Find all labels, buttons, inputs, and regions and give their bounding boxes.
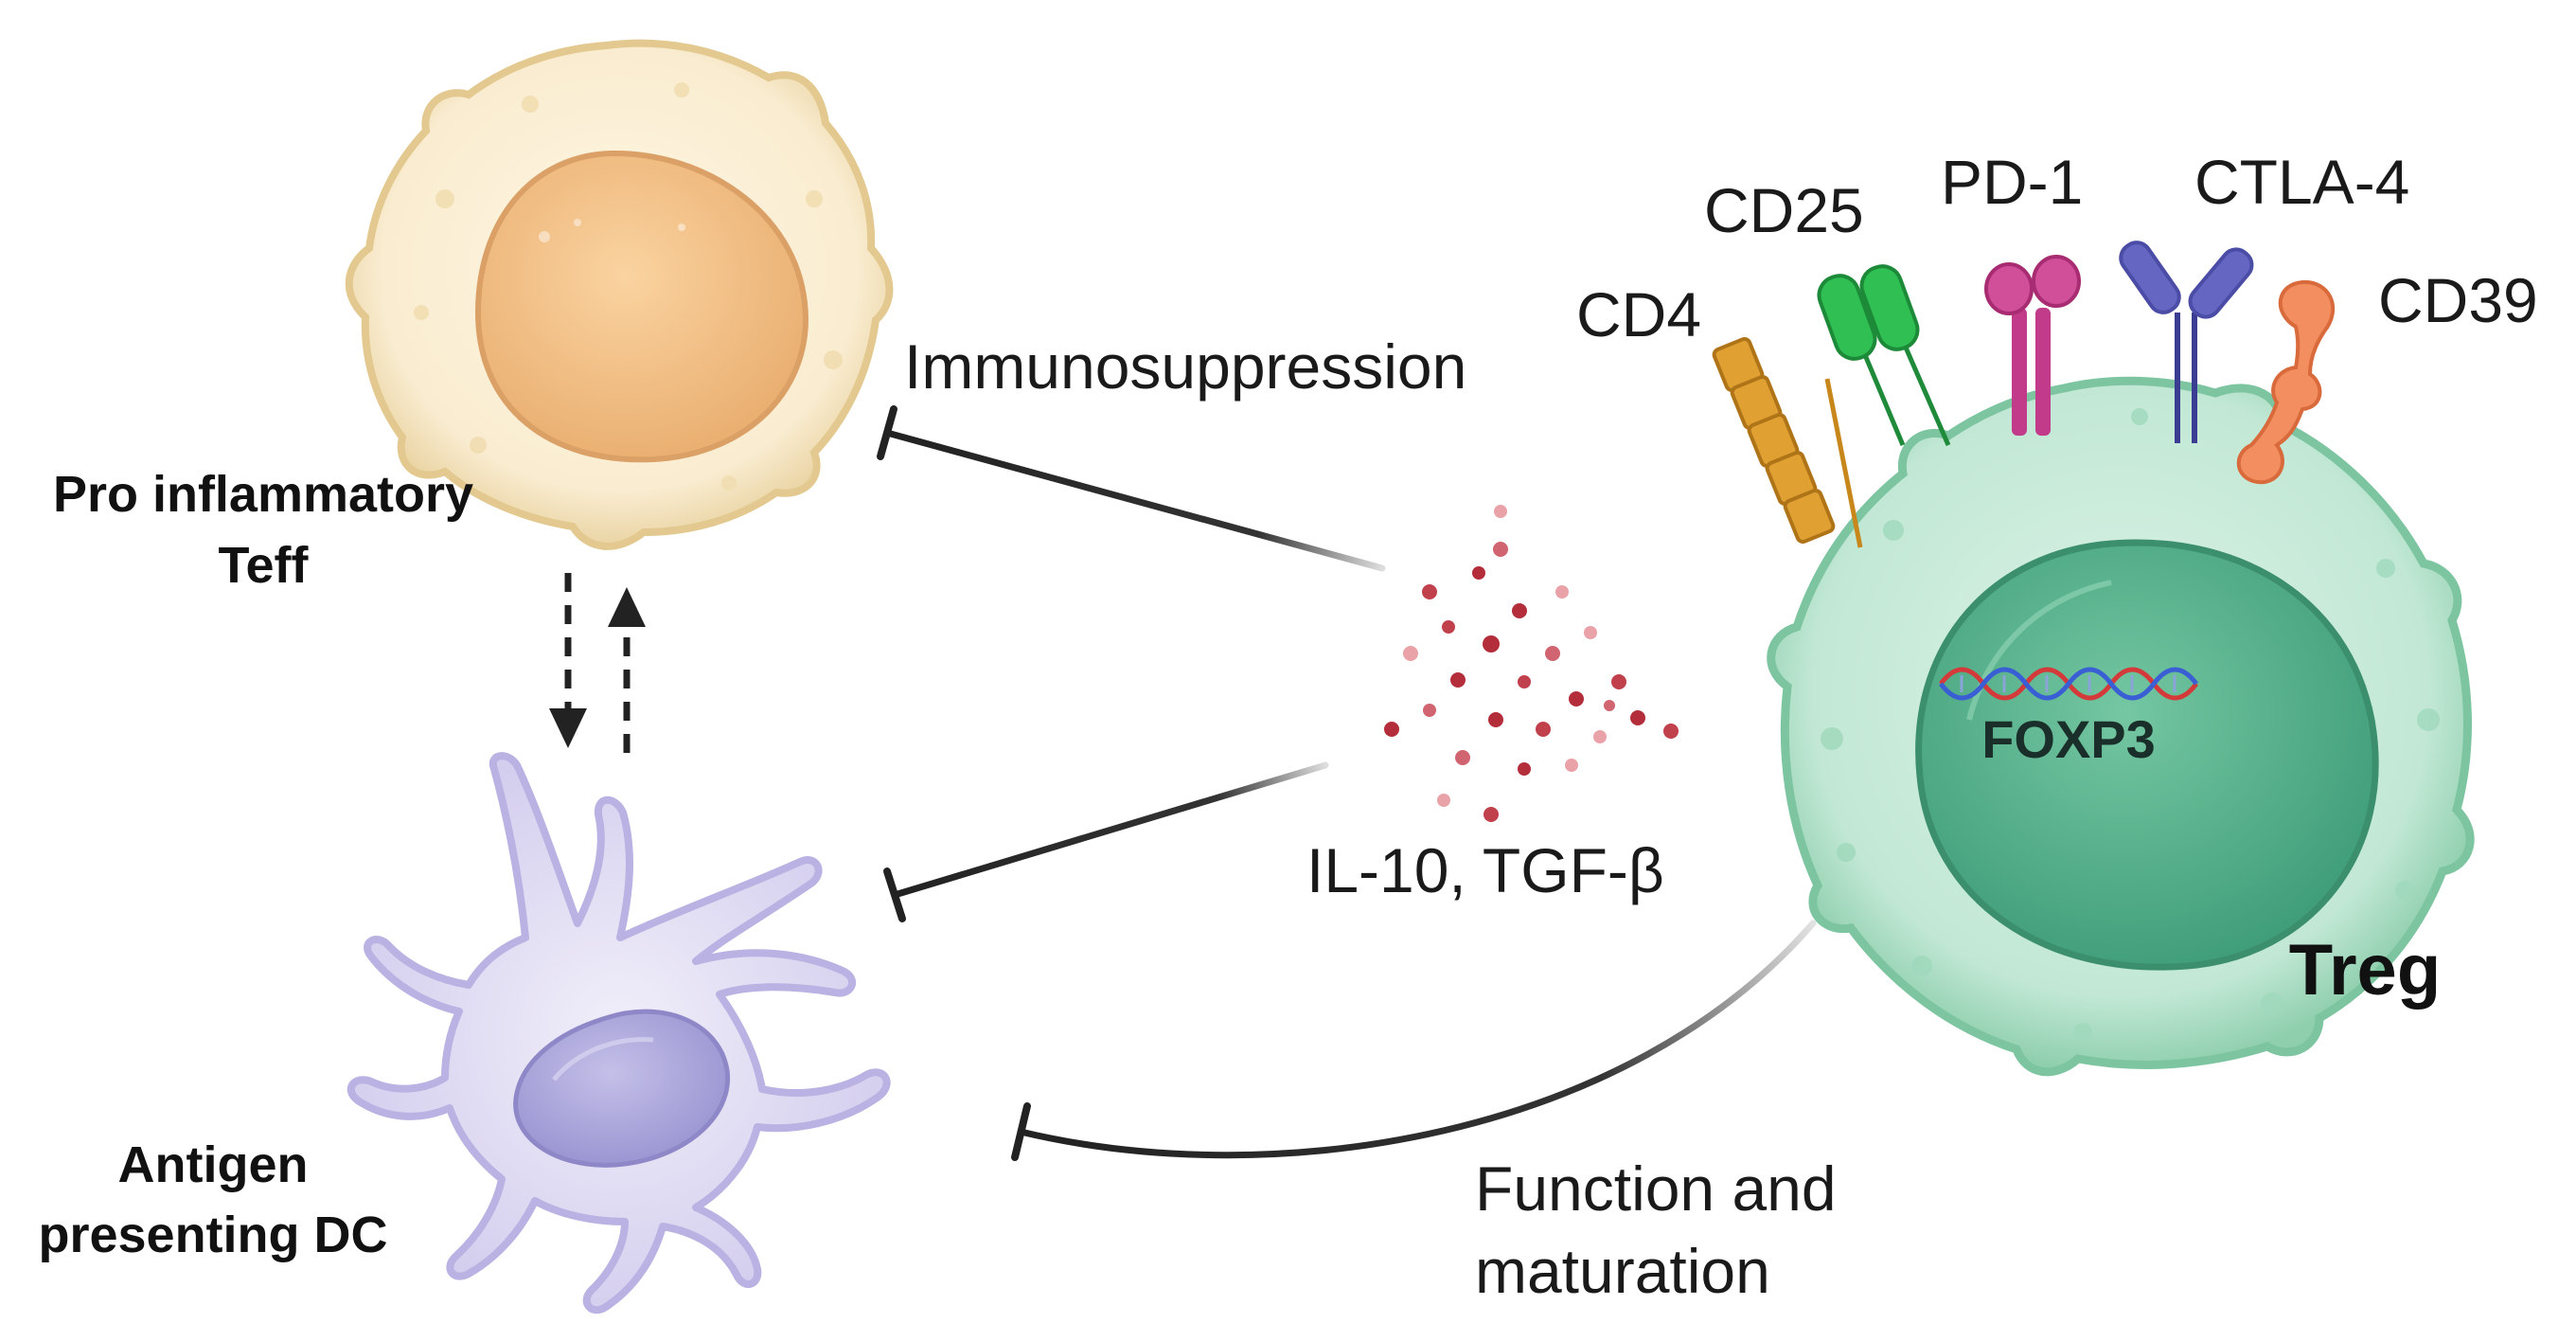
cd4-receptor xyxy=(1712,336,1863,548)
treg-nucleus xyxy=(1915,539,2379,971)
teff-cell xyxy=(345,39,894,550)
treg-membrane-texture xyxy=(1821,408,2440,1042)
inhibition-bar-dc-icon xyxy=(883,867,906,922)
cytokine-particles xyxy=(1384,505,1679,822)
inhibition-line-dc xyxy=(891,761,1329,899)
teff-membrane-texture xyxy=(414,82,843,491)
cd25-receptor xyxy=(1817,264,1951,446)
inhibition-bar-teff-icon xyxy=(877,405,897,460)
cytokines-label: IL-10, TGF-β xyxy=(1306,835,1664,905)
arrowhead-down-icon xyxy=(549,708,587,748)
ctla4-label: CTLA-4 xyxy=(2194,147,2409,217)
treg-label: Treg xyxy=(2289,930,2442,1010)
dc-label-line1: Antigen xyxy=(118,1136,309,1193)
inhibition-line-teff xyxy=(883,429,1386,572)
dna-helix-icon xyxy=(1939,667,2198,701)
function-label-line2: maturation xyxy=(1475,1236,1770,1306)
treg-cell xyxy=(1767,376,2475,1077)
teff-label-line2: Teff xyxy=(219,537,310,594)
ctla4-receptor xyxy=(2119,241,2254,443)
teff-dc-interaction-arrows xyxy=(549,573,646,753)
inhibition-curve-dc xyxy=(1017,920,1817,1159)
teff-nucleus xyxy=(474,150,808,463)
pd1-receptor xyxy=(1984,255,2081,436)
inhibition-function xyxy=(1011,920,1817,1161)
inhibition-bar-function-icon xyxy=(1011,1102,1031,1161)
cd39-receptor xyxy=(2236,279,2336,485)
foxp3-label: FOXP3 xyxy=(1981,709,2156,769)
inhibition-immunosuppression xyxy=(877,405,1386,572)
cd4-label: CD4 xyxy=(1576,279,1701,349)
dc-nucleus xyxy=(513,1009,731,1168)
function-label-line1: Function and xyxy=(1475,1153,1837,1224)
inhibition-cytokine xyxy=(883,761,1329,922)
cd39-label: CD39 xyxy=(2378,265,2538,335)
pd1-label: PD-1 xyxy=(1941,147,2083,217)
arrowhead-up-icon xyxy=(608,587,646,627)
dc-cell xyxy=(346,752,891,1314)
teff-label-line1: Pro inflammatory xyxy=(53,466,473,523)
dc-label-line2: presenting DC xyxy=(38,1207,387,1263)
cd25-label: CD25 xyxy=(1704,175,1864,245)
immunosuppression-label: Immunosuppression xyxy=(904,331,1466,402)
